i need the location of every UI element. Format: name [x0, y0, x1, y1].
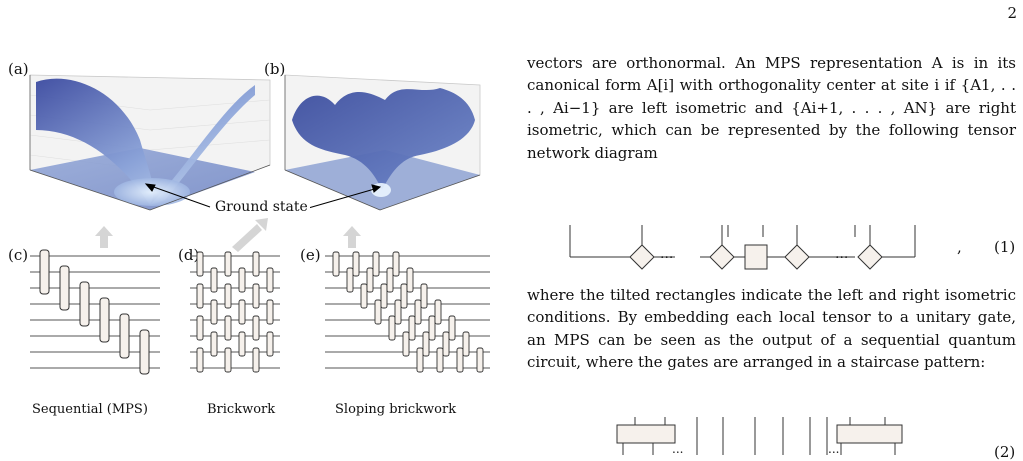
eq1-number: (1) [994, 238, 1016, 256]
caption-brickwork: Brickwork [207, 402, 276, 417]
eq1-dots-left: ... [660, 246, 674, 262]
panel-label-a: (a) [8, 60, 29, 78]
panel-label-c: (c) [8, 246, 29, 264]
ground-state-arrows [144, 183, 382, 210]
ground-state-label: Ground state [213, 199, 310, 215]
figure-graphics [29, 74, 490, 375]
panel-b-plot [284, 74, 481, 211]
page-number: 2 [1007, 4, 1017, 22]
eq2-dots-left: ... [672, 442, 684, 456]
transition-arrows [95, 218, 361, 252]
panel-label-e: (e) [300, 246, 321, 264]
paragraph-2: where the tilted rectangles indicate the… [527, 286, 1016, 372]
equation-2-diagram [616, 417, 903, 455]
eq2-dots-right: ... [828, 442, 840, 456]
circuit-sloping-brickwork [325, 251, 490, 373]
equation-1-diagram [569, 225, 916, 270]
panel-a-plot [29, 74, 271, 211]
circuit-brickwork [190, 251, 280, 373]
eq1-comma: , [957, 238, 962, 256]
circuit-sequential [30, 249, 160, 375]
panel-label-d: (d) [178, 246, 200, 264]
eq2-number: (2) [994, 443, 1016, 461]
caption-sequential: Sequential (MPS) [32, 402, 148, 417]
panel-label-b: (b) [264, 60, 286, 78]
eq1-dots-right: ... [835, 246, 849, 262]
caption-sloping: Sloping brickwork [335, 402, 457, 417]
paragraph-1: vectors are orthonormal. An MPS represen… [527, 54, 1016, 162]
